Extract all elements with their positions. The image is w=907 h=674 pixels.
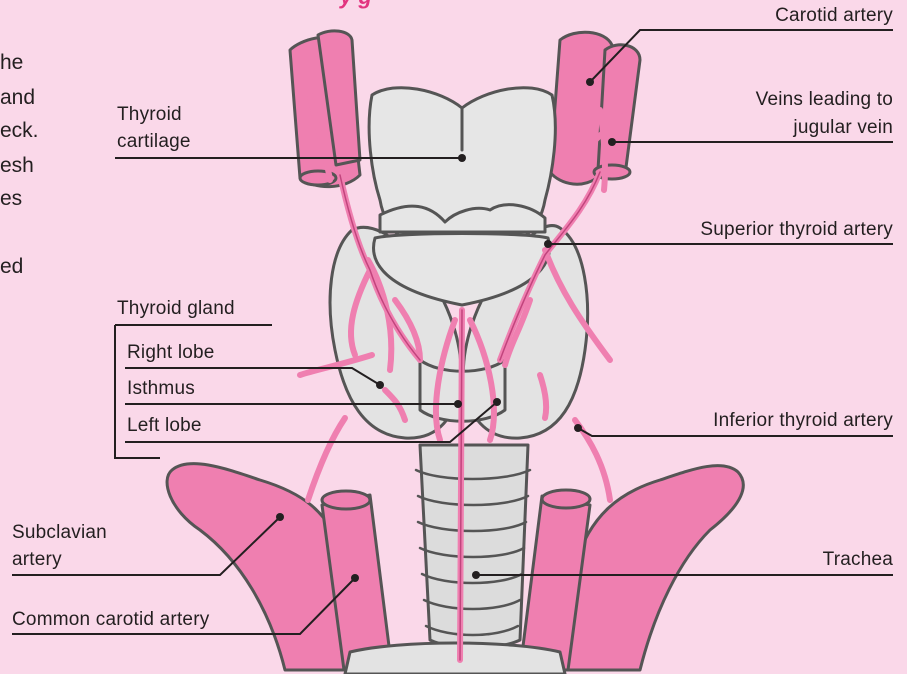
common-carotid-artery-right-opening	[542, 490, 590, 508]
label-trachea: Trachea	[823, 548, 893, 571]
label-superior-thyroid-artery: Superior thyroid artery	[700, 218, 893, 241]
label-left-lobe: Left lobe	[127, 414, 202, 437]
label-thyroid-cartilage-line1: Thyroid	[117, 103, 182, 126]
label-veins-line1: Veins leading to	[756, 88, 893, 111]
label-veins-line2: jugular vein	[793, 116, 893, 139]
label-subclavian-line2: artery	[12, 548, 62, 571]
label-common-carotid-artery: Common carotid artery	[12, 608, 209, 631]
label-thyroid-cartilage-line2: cartilage	[117, 130, 191, 153]
label-inferior-thyroid-artery: Inferior thyroid artery	[713, 409, 893, 432]
common-carotid-artery-left-opening	[322, 491, 370, 509]
label-right-lobe: Right lobe	[127, 341, 215, 364]
label-carotid-artery: Carotid artery	[775, 4, 893, 27]
label-subclavian-line1: Subclavian	[12, 521, 107, 544]
sternum-shape	[345, 643, 565, 674]
label-isthmus: Isthmus	[127, 377, 195, 400]
label-thyroid-gland: Thyroid gland	[117, 297, 235, 320]
